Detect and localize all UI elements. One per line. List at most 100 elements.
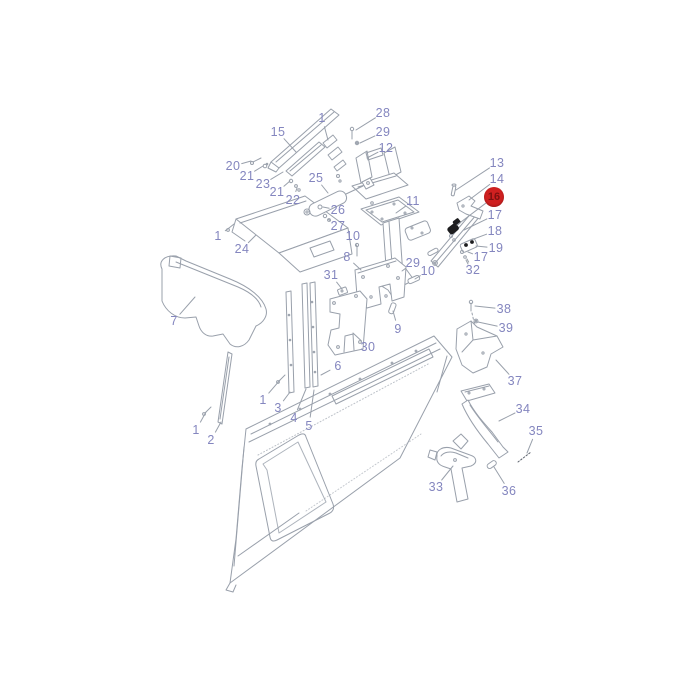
leader-line-15 xyxy=(283,138,297,153)
callout-20[interactable]: 20 xyxy=(225,158,241,173)
part-13-14-rail xyxy=(427,183,484,268)
part-2-strip xyxy=(217,351,233,425)
leader-line-10 xyxy=(414,275,421,280)
callout-22[interactable]: 22 xyxy=(285,192,301,207)
callout-26[interactable]: 26 xyxy=(330,202,346,217)
callout-5[interactable]: 5 xyxy=(305,418,313,433)
leader-line-39 xyxy=(477,321,498,327)
part-30-plate xyxy=(327,290,368,356)
callout-7[interactable]: 7 xyxy=(170,313,178,328)
leader-line-16 xyxy=(456,202,487,226)
callout-2[interactable]: 2 xyxy=(207,432,215,447)
leader-line-1 xyxy=(268,379,281,394)
leader-line-30 xyxy=(352,332,362,342)
leader-line-14 xyxy=(468,183,491,201)
leader-line-6 xyxy=(320,369,331,376)
part-34-arm xyxy=(460,383,509,459)
callout-28[interactable]: 28 xyxy=(375,105,391,120)
leader-line-18 xyxy=(470,233,488,241)
leader-line-19 xyxy=(475,245,488,248)
leader-line-23 xyxy=(270,171,284,180)
leader-line-26 xyxy=(322,206,330,209)
callout-21[interactable]: 21 xyxy=(269,184,285,199)
callout-8[interactable]: 8 xyxy=(343,249,351,264)
leader-line-7 xyxy=(179,296,196,315)
callout-13[interactable]: 13 xyxy=(489,155,505,170)
fastener-bolts xyxy=(202,374,286,416)
leader-line-9 xyxy=(392,310,397,321)
leader-line-38 xyxy=(474,305,496,309)
callout-21[interactable]: 21 xyxy=(239,168,255,183)
leader-line-21 xyxy=(283,180,291,187)
callout-24[interactable]: 24 xyxy=(234,241,250,256)
leader-line-31 xyxy=(336,281,343,290)
leader-line-24 xyxy=(247,234,257,244)
callout-18[interactable]: 18 xyxy=(487,223,503,238)
leader-line-17 xyxy=(467,251,474,255)
callout-17[interactable]: 17 xyxy=(487,207,503,222)
callout-35[interactable]: 35 xyxy=(528,423,544,438)
callout-12[interactable]: 12 xyxy=(378,140,394,155)
part-shapes xyxy=(160,108,534,593)
leader-line-22 xyxy=(295,187,298,192)
callout-33[interactable]: 33 xyxy=(428,479,444,494)
callout-1[interactable]: 1 xyxy=(192,422,200,437)
leader-line-35 xyxy=(526,438,534,454)
callout-14[interactable]: 14 xyxy=(489,171,505,186)
callout-31[interactable]: 31 xyxy=(323,267,339,282)
leader-line-17 xyxy=(463,218,488,231)
callout-11[interactable]: 11 xyxy=(406,193,420,208)
part-15-rail xyxy=(250,108,347,192)
leader-line-20 xyxy=(241,160,252,165)
callout-3[interactable]: 3 xyxy=(274,400,282,415)
callout-17[interactable]: 17 xyxy=(473,249,489,264)
callout-9[interactable]: 9 xyxy=(394,321,402,336)
callout-4[interactable]: 4 xyxy=(290,410,298,425)
leader-lines xyxy=(179,117,534,484)
part-25-strut xyxy=(303,177,375,222)
callout-29[interactable]: 29 xyxy=(375,124,391,139)
part-35-spring xyxy=(517,451,532,463)
part-37-bracket xyxy=(455,299,504,374)
leader-line-4 xyxy=(296,388,307,411)
part-3-strip xyxy=(285,290,295,394)
leader-line-25 xyxy=(321,184,329,194)
leader-line-27 xyxy=(327,218,332,222)
leader-line-28 xyxy=(355,117,376,131)
part-5-strip xyxy=(309,281,319,388)
leader-line-37 xyxy=(495,359,510,375)
callout-19[interactable]: 19 xyxy=(488,240,504,255)
callout-29[interactable]: 29 xyxy=(405,255,421,270)
leader-line-1 xyxy=(199,411,207,423)
leader-line-29 xyxy=(359,135,376,144)
callout-1[interactable]: 1 xyxy=(214,228,222,243)
part-side-panel xyxy=(225,335,453,593)
leader-line-36 xyxy=(493,466,505,484)
callout-34[interactable]: 34 xyxy=(515,401,531,416)
callout-36[interactable]: 36 xyxy=(501,483,517,498)
callout-38[interactable]: 38 xyxy=(496,301,512,316)
leader-line-34 xyxy=(498,412,516,422)
callout-10[interactable]: 10 xyxy=(345,228,361,243)
callout-25[interactable]: 25 xyxy=(308,170,324,185)
leader-line-33 xyxy=(441,465,454,481)
callout-37[interactable]: 37 xyxy=(507,373,523,388)
callout-39[interactable]: 39 xyxy=(498,320,514,335)
callout-30[interactable]: 30 xyxy=(360,339,376,354)
part-36-pin xyxy=(486,460,497,470)
callout-6[interactable]: 6 xyxy=(334,358,342,373)
callout-1[interactable]: 1 xyxy=(318,110,326,125)
callout-27[interactable]: 27 xyxy=(330,218,346,233)
callout-15[interactable]: 15 xyxy=(270,124,286,139)
callout-23[interactable]: 23 xyxy=(255,176,271,191)
callout-10[interactable]: 10 xyxy=(420,263,436,278)
leader-line-32 xyxy=(466,258,470,263)
callout-16-highlighted[interactable]: 16 xyxy=(484,187,504,207)
callout-32[interactable]: 32 xyxy=(465,262,481,277)
part-12-bracket xyxy=(349,126,409,209)
leader-line-8 xyxy=(353,262,362,271)
callout-1[interactable]: 1 xyxy=(259,392,267,407)
